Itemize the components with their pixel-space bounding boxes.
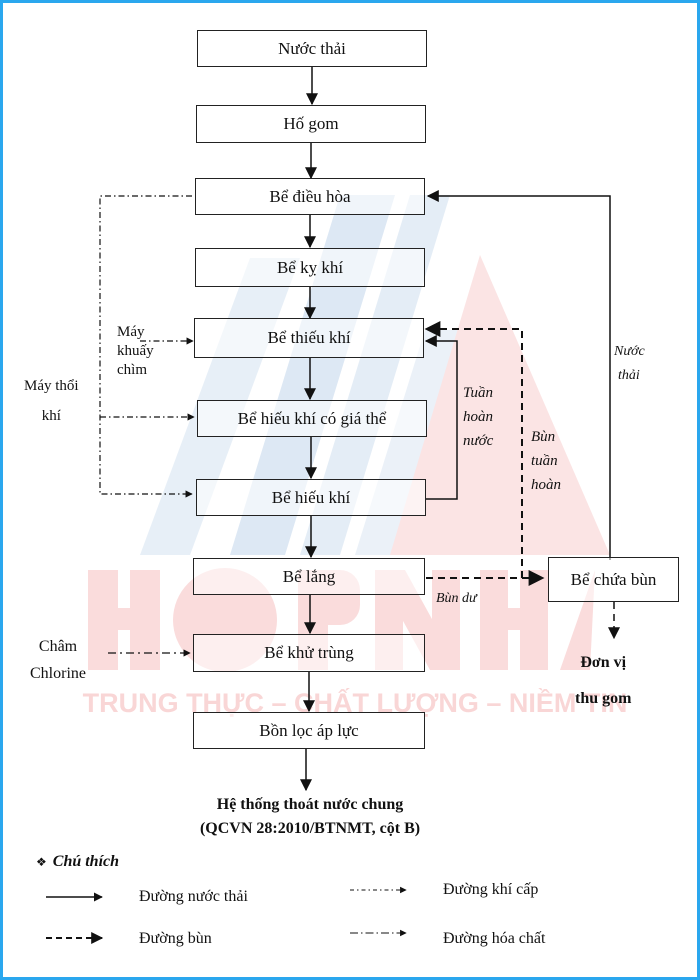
legend-title: ❖ Chú thích: [36, 851, 119, 873]
box-be-ky-khi: Bể kỵ khí: [195, 248, 425, 287]
box-nuoc-thai: Nước thải: [197, 30, 427, 67]
box-label: Bể hiếu khí: [271, 487, 351, 507]
label-line: chìm: [117, 362, 147, 378]
legend-item-nuoc-thai: Đường nước thải: [139, 888, 248, 905]
box-label: Bể kỵ khí: [276, 257, 344, 277]
box-label: Bể thiếu khí: [267, 328, 351, 347]
legend-item-khi-cap: Đường khí cấp: [443, 881, 539, 898]
box-label: Bể lắng: [282, 566, 336, 586]
box-label: Bể hiếu khí có giá thể: [237, 408, 387, 428]
label-tuan-hoan-nuoc: Tuần hoàn nước: [463, 381, 493, 453]
box-bon-loc-ap-luc: Bồn lọc áp lực: [193, 712, 425, 749]
label-line: Châm: [38, 638, 78, 655]
label-line: hoàn: [463, 409, 493, 425]
output-line1: Hệ thống thoát nước chung: [216, 796, 404, 813]
box-label: Nước thải: [278, 38, 346, 58]
label-line: Chlorine: [30, 665, 86, 682]
label-line: Bùn: [531, 429, 556, 445]
legend-item-hoa-chat: Đường hóa chất: [443, 930, 546, 947]
label-cham-chlorine: Châm Chlorine: [30, 633, 86, 687]
label-line: thu gom: [575, 690, 632, 707]
legend-title-text: Chú thích: [52, 853, 120, 870]
label-line: hoàn: [531, 477, 561, 493]
label-line: Đơn vị: [580, 654, 627, 671]
watermark-red-triangle: [390, 255, 610, 555]
label-line: tuần: [531, 453, 558, 469]
label-line: nước: [463, 433, 494, 449]
legend-item-bun: Đường bùn: [139, 930, 212, 947]
box-label: Bể chứa bùn: [570, 569, 657, 589]
box-be-dieu-hoa: Bể điều hòa: [195, 178, 425, 215]
box-be-chua-bun: Bể chứa bùn: [548, 557, 679, 602]
label-may-khuay-chim: Máy khuấy chìm: [117, 323, 154, 380]
output-destination: Hệ thống thoát nước chung (QCVN 28:2010/…: [160, 793, 460, 841]
box-be-thieu-khi: Bể thiếu khí: [194, 318, 424, 358]
box-be-hieu-khi-gia-the: Bể hiếu khí có giá thể: [197, 400, 427, 437]
label-bun-tuan-hoan: Bùn tuần hoàn: [531, 425, 561, 497]
box-label: Bể khử trùng: [264, 643, 354, 662]
box-label: Hố gom: [283, 114, 339, 133]
label-don-vi-thu-gom: Đơn vị thu gom: [575, 645, 631, 717]
label-line: khí: [41, 408, 61, 424]
box-label: Bể điều hòa: [269, 186, 351, 206]
label-line: Máy thổi: [24, 378, 79, 394]
legend-bullet-icon: ❖: [36, 855, 47, 869]
label-may-thoi-khi: Máy thổi khí: [24, 371, 79, 431]
air-line-trunk: [99, 195, 193, 498]
box-ho-gom: Hố gom: [196, 105, 426, 143]
box-be-hieu-khi: Bể hiếu khí: [196, 479, 426, 516]
label-bun-du: Bùn dư: [436, 591, 477, 606]
output-line2: (QCVN 28:2010/BTNMT, cột B): [199, 820, 421, 837]
arrow-nuoc-thai-return: [426, 190, 611, 560]
label-line: khuấy: [117, 343, 154, 359]
box-be-lang: Bể lắng: [193, 558, 425, 595]
box-label: Bồn lọc áp lực: [259, 720, 359, 740]
box-be-khu-trung: Bể khử trùng: [193, 634, 425, 672]
label-nuoc-thai-return: Nước thải: [614, 340, 645, 388]
label-line: Nước: [614, 344, 645, 359]
label-line: Máy: [117, 324, 145, 340]
label-line: Tuần: [463, 385, 494, 401]
arrow-bun-tuan-hoan: [424, 321, 523, 579]
label-line: thải: [618, 368, 640, 383]
arrow-tuan-hoan-nuoc: [424, 335, 458, 500]
